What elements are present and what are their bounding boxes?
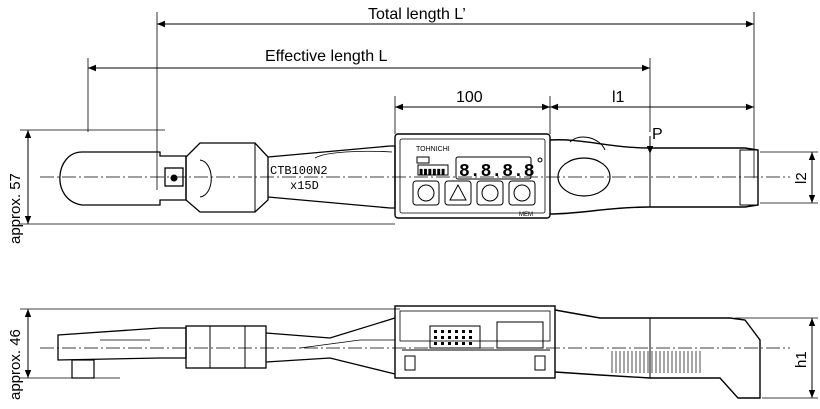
keypad-dot xyxy=(455,336,458,339)
keypad-dot xyxy=(434,330,437,333)
keypad-dot xyxy=(469,330,472,333)
keypad-dot xyxy=(441,342,444,345)
wrench-side-view xyxy=(57,305,761,399)
mem-label: MEM xyxy=(519,212,533,218)
length-100-dimension xyxy=(394,96,551,134)
keypad-dot xyxy=(462,336,465,339)
height-h1-dimension xyxy=(735,317,818,399)
brand-label: TOHNICHI xyxy=(416,146,450,153)
keypad-dot xyxy=(441,330,444,333)
keypad-dot xyxy=(455,330,458,333)
height-46-label: approx. 46 xyxy=(7,329,24,400)
keypad-dot xyxy=(448,330,451,333)
length-100-label: 100 xyxy=(456,89,483,106)
total-length-label: Total length L’ xyxy=(368,6,466,23)
keypad-dot xyxy=(455,342,458,345)
height-57-label: approx. 57 xyxy=(7,173,24,244)
keypad-dot xyxy=(434,342,437,345)
point-p-label: P xyxy=(652,126,663,143)
keypad-dot xyxy=(462,342,465,345)
height-h1-label: h1 xyxy=(793,351,810,368)
height-57-dimension xyxy=(20,129,395,225)
keypad-dot xyxy=(448,342,451,345)
keypad-grid xyxy=(434,330,472,345)
keypad-dot xyxy=(434,336,437,339)
keypad-dot xyxy=(469,336,472,339)
length-l1-label: l1 xyxy=(612,89,625,106)
segment-bar: ▮▮▮▮▮▮ xyxy=(419,167,445,176)
height-l2-label: l2 xyxy=(793,172,810,184)
head-size-label: x15D xyxy=(290,179,319,193)
keypad-dot xyxy=(448,336,451,339)
grip-knurling xyxy=(611,351,701,373)
effective-length-dimension xyxy=(87,58,651,132)
wrench-top-view xyxy=(59,133,759,219)
model-label: CTB100N2 xyxy=(270,164,328,178)
keypad-dot xyxy=(469,342,472,345)
keypad-dot xyxy=(462,330,465,333)
display-digits: 8.8.8.8 xyxy=(459,162,535,182)
height-l2-dimension xyxy=(760,151,818,204)
keypad-dot xyxy=(441,336,444,339)
effective-length-label: Effective length L xyxy=(265,48,388,65)
height-46-dimension xyxy=(20,308,400,379)
